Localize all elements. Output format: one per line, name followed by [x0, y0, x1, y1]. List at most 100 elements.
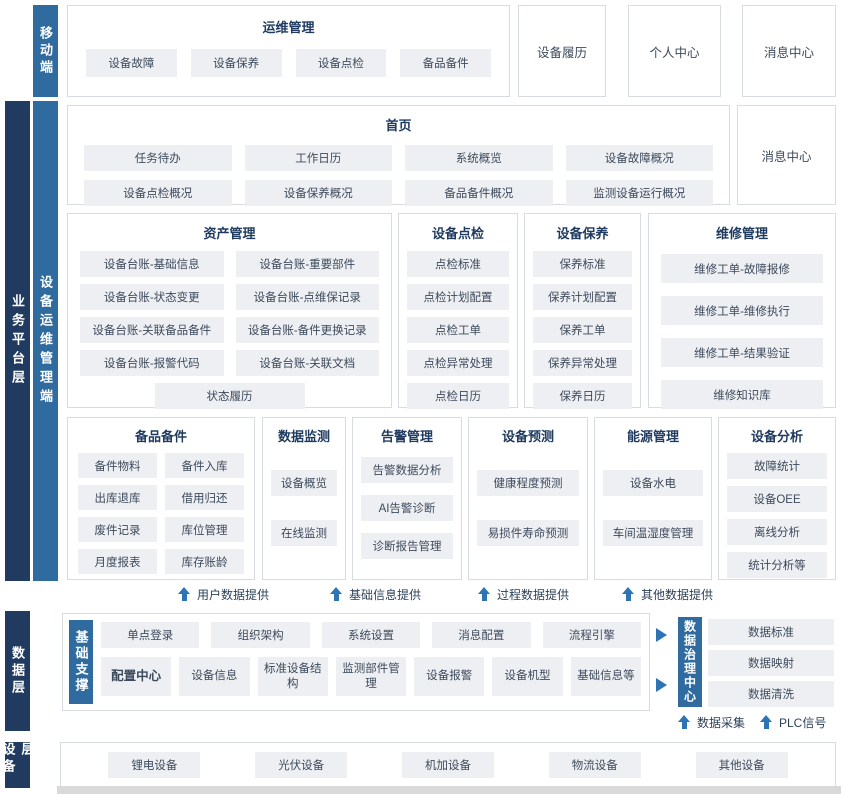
right-arrow-icon — [656, 678, 667, 692]
energy-panel: 能源管理 设备水电 车间温湿度管理 — [594, 417, 712, 580]
menu-item[interactable]: 设备台账-重要部件 — [235, 251, 379, 277]
menu-item[interactable]: 废件记录 — [78, 517, 157, 542]
menu-item[interactable]: 配置中心 — [101, 657, 172, 696]
menu-item[interactable]: 设备台账-点维保记录 — [235, 284, 379, 310]
menu-item[interactable]: 点检日历 — [407, 383, 509, 409]
home-panel: 首页 任务待办 工作日历 系统概览 设备故障概况 设备点检概况 设备保养概况 备… — [67, 105, 730, 206]
menu-item[interactable]: 设备信息 — [179, 657, 250, 696]
menu-item[interactable]: 流程引擎 — [542, 622, 642, 648]
menu-item[interactable]: 系统设置 — [321, 622, 421, 648]
menu-item[interactable]: 光伏设备 — [255, 752, 348, 778]
menu-item[interactable]: 监测部件管理 — [335, 657, 407, 696]
panel-message-center-home[interactable]: 消息中心 — [737, 105, 836, 205]
menu-item[interactable]: 数据映射 — [708, 650, 834, 676]
menu-item[interactable]: 设备台账-关联备品备件 — [80, 317, 224, 343]
menu-item[interactable]: 备品备件概况 — [405, 180, 553, 206]
menu-item[interactable]: 月度报表 — [78, 549, 157, 574]
menu-item[interactable]: 数据标准 — [708, 619, 834, 645]
menu-item[interactable]: 监测设备运行概况 — [565, 180, 713, 206]
menu-item[interactable]: 物流设备 — [548, 752, 641, 778]
flow-process-data: 过程数据提供 — [478, 586, 569, 603]
menu-item[interactable]: 设备点检 — [295, 49, 387, 77]
menu-item[interactable]: 维修工单-故障报修 — [661, 254, 823, 283]
side-label-mobile: 移动端 — [33, 5, 58, 97]
menu-item[interactable]: 数据清洗 — [708, 681, 834, 707]
menu-item[interactable]: 点检计划配置 — [407, 284, 509, 310]
inspection-panel: 设备点检 点检标准 点检计划配置 点检工单 点检异常处理 点检日历 — [398, 213, 518, 409]
menu-item[interactable]: 备件入库 — [165, 453, 244, 478]
menu-item[interactable]: 易损件寿命预测 — [477, 520, 579, 547]
menu-item[interactable]: 单点登录 — [101, 622, 200, 648]
menu-item[interactable]: 基础信息等 — [570, 657, 641, 696]
menu-item[interactable]: 系统概览 — [405, 145, 553, 171]
spare-parts-panel: 备品备件 备件物料 备件入库 出库退库 借用归还 废件记录 库位管理 月度报表 … — [67, 417, 255, 580]
menu-item[interactable]: 设备故障 — [86, 49, 177, 77]
menu-item[interactable]: 设备概览 — [271, 469, 337, 496]
menu-item[interactable]: 设备台账-状态变更 — [80, 284, 224, 310]
panel-message-center-mobile[interactable]: 消息中心 — [742, 5, 836, 97]
menu-item[interactable]: 状态履历 — [154, 383, 305, 409]
menu-item[interactable]: 消息配置 — [432, 622, 531, 648]
up-arrow-icon — [478, 587, 491, 602]
menu-item[interactable]: 工作日历 — [244, 145, 392, 171]
section-title: 设备点检 — [431, 226, 484, 241]
horizontal-scrollbar[interactable] — [57, 786, 841, 794]
menu-item[interactable]: 设备台账-关联文档 — [235, 350, 379, 376]
menu-item[interactable]: 保养工单 — [533, 317, 632, 343]
section-title: 数据监测 — [277, 429, 330, 444]
menu-item[interactable]: 点检工单 — [407, 317, 509, 343]
menu-item[interactable]: 设备点检概况 — [84, 180, 232, 206]
menu-item[interactable]: 保养异常处理 — [533, 350, 632, 376]
menu-item[interactable]: 设备OEE — [727, 486, 827, 512]
menu-item[interactable]: 设备保养概况 — [244, 180, 392, 206]
menu-item[interactable]: 点检异常处理 — [407, 350, 509, 376]
menu-item[interactable]: 离线分析 — [727, 519, 827, 545]
menu-item[interactable]: 设备台账-报警代码 — [80, 350, 224, 376]
menu-item[interactable]: 统计分析等 — [727, 552, 827, 578]
menu-item[interactable]: 保养日历 — [533, 383, 632, 409]
menu-item[interactable]: 设备台账-基础信息 — [80, 251, 224, 277]
menu-item[interactable]: 其他设备 — [695, 752, 788, 778]
menu-item[interactable]: 备品备件 — [400, 49, 491, 77]
menu-item[interactable]: 诊断报告管理 — [361, 533, 453, 559]
section-title: 能源管理 — [626, 429, 679, 444]
menu-item[interactable]: 告警数据分析 — [361, 457, 453, 483]
menu-item[interactable]: 车间温湿度管理 — [603, 520, 703, 547]
menu-item[interactable]: AI告警诊断 — [361, 495, 453, 521]
menu-item[interactable]: 设备机型 — [492, 657, 563, 696]
menu-item[interactable]: 保养计划配置 — [533, 284, 632, 310]
menu-item[interactable]: 组织架构 — [211, 622, 310, 648]
panel-device-history[interactable]: 设备履历 — [518, 5, 606, 97]
menu-item[interactable]: 出库退库 — [78, 485, 157, 510]
menu-item[interactable]: 维修工单-维修执行 — [661, 296, 823, 325]
menu-item[interactable]: 库存账龄 — [165, 549, 244, 574]
menu-item[interactable]: 标准设备结构 — [257, 657, 328, 696]
alarm-panel: 告警管理 告警数据分析 AI告警诊断 诊断报告管理 — [352, 417, 462, 580]
menu-item[interactable]: 设备报警 — [414, 657, 485, 696]
menu-item[interactable]: 设备保养 — [190, 49, 282, 77]
menu-item[interactable]: 库位管理 — [165, 517, 244, 542]
panel-personal-center[interactable]: 个人中心 — [628, 5, 721, 97]
menu-item[interactable]: 设备水电 — [603, 469, 703, 496]
flow-plc-signal: PLC信号 — [760, 714, 826, 731]
menu-item[interactable]: 维修知识库 — [661, 380, 823, 409]
data-monitor-panel: 数据监测 设备概览 在线监测 — [262, 417, 346, 580]
side-label-data-governance: 数据治理中心 — [678, 617, 702, 707]
menu-item[interactable]: 机加设备 — [401, 752, 494, 778]
menu-item[interactable]: 点检标准 — [407, 251, 509, 277]
menu-item[interactable]: 健康程度预测 — [477, 469, 579, 496]
menu-item[interactable]: 故障统计 — [727, 453, 827, 479]
menu-item[interactable]: 维修工单-结果验证 — [661, 338, 823, 367]
menu-item[interactable]: 在线监测 — [271, 520, 337, 547]
menu-item[interactable]: 设备台账-备件更换记录 — [235, 317, 379, 343]
menu-item[interactable]: 借用归还 — [165, 485, 244, 510]
repair-panel: 维修管理 维修工单-故障报修 维修工单-维修执行 维修工单-结果验证 维修知识库 — [648, 213, 836, 409]
menu-item[interactable]: 设备故障概况 — [565, 145, 713, 171]
menu-item[interactable]: 任务待办 — [84, 145, 232, 171]
side-label-ops-terminal: 设备运维管理端 — [33, 101, 58, 581]
menu-item[interactable]: 锂电设备 — [108, 752, 201, 778]
section-title: 运维管理 — [262, 20, 315, 35]
menu-item[interactable]: 保养标准 — [533, 251, 632, 277]
menu-item[interactable]: 备件物料 — [78, 453, 157, 478]
